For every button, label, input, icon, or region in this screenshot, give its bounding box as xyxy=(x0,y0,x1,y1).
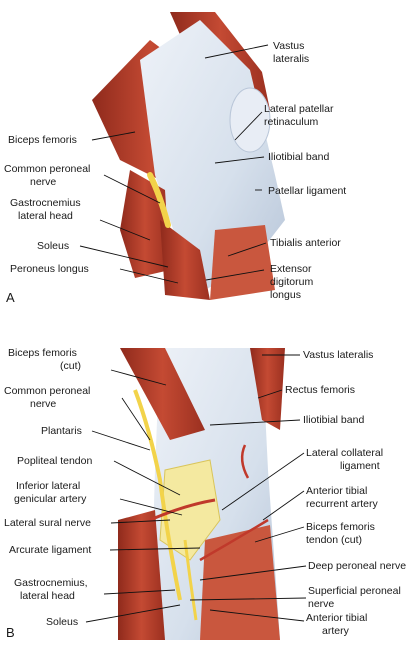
label-anterior-tibial-artery: Anterior tibial artery xyxy=(306,612,370,637)
vastus-lateralis-muscle-b xyxy=(250,348,285,430)
panel-b-leader-lines xyxy=(85,354,307,623)
label-common-peroneal-nerve-b: Common peroneal nerve xyxy=(4,385,93,410)
soleus-peroneus-muscle xyxy=(160,220,210,300)
label-lateral-collateral-ligament: Lateral collateral ligament xyxy=(306,447,386,472)
label-vastus-lateralis-b: Vastus lateralis xyxy=(303,349,373,361)
label-deep-peroneal-nerve: Deep peroneal nerve xyxy=(308,560,406,572)
panel-letter-a: A xyxy=(6,290,15,305)
label-biceps-femoris-cut: Biceps femoris (cut) xyxy=(8,347,81,372)
inferior-lateral-genicular-artery-shape xyxy=(149,498,216,522)
fibular-head-area xyxy=(159,459,221,561)
label-biceps-femoris: Biceps femoris xyxy=(8,134,77,146)
label-tibialis-anterior: Tibialis anterior xyxy=(270,237,341,249)
label-gastrocnemius-lateral-head: Gastrocnemius lateral head xyxy=(10,197,84,222)
label-peroneus-longus: Peroneus longus xyxy=(10,263,89,275)
label-plantaris: Plantaris xyxy=(41,425,82,437)
label-patellar-ligament: Patellar ligament xyxy=(268,185,346,197)
label-soleus-b: Soleus xyxy=(46,616,78,628)
tibialis-anterior-muscle xyxy=(210,225,275,300)
anterior-tibial-artery-shape xyxy=(199,518,269,562)
label-anterior-tibial-recurrent-artery: Anterior tibial recurrent artery xyxy=(306,485,379,510)
common-peroneal-nerve-b xyxy=(133,389,182,601)
label-lateral-sural-nerve: Lateral sural nerve xyxy=(4,517,91,529)
patella-bulge xyxy=(229,87,271,153)
label-common-peroneal-nerve: Common peroneal nerve xyxy=(4,163,93,188)
panel-a-leader-lines xyxy=(79,44,269,284)
gastrocnemius-muscle-b xyxy=(118,510,165,640)
label-rectus-femoris: Rectus femoris xyxy=(285,384,355,396)
panel-letter-b: B xyxy=(6,625,15,640)
label-popliteal-tendon: Popliteal tendon xyxy=(17,455,92,467)
common-peroneal-nerve-shape xyxy=(147,172,171,228)
biceps-femoris-cut-muscle xyxy=(120,348,205,440)
label-vastus-lateralis: Vastus lateralis xyxy=(273,40,309,65)
iliotibial-band-fascia xyxy=(140,20,285,290)
label-superficial-peroneal-nerve: Superficial peroneal nerve xyxy=(308,585,404,610)
panel-b-labels: B Biceps femoris (cut) Vastus lateralis … xyxy=(4,347,406,640)
label-soleus: Soleus xyxy=(37,240,69,252)
deep-peroneal-nerve-b xyxy=(183,539,198,621)
label-gastrocnemius-lateral-head-b: Gastrocnemius, lateral head xyxy=(14,577,90,602)
tibialis-muscle-b xyxy=(200,525,280,640)
anterior-tibial-recurrent-artery-shape xyxy=(240,444,250,479)
label-extensor-digitorum-longus: Extensor digitorum longus xyxy=(270,263,316,301)
label-arcurate-ligament: Arcurate ligament xyxy=(9,544,91,556)
label-iliotibial-band-b: Iliotibial band xyxy=(303,414,364,426)
panel-a-labels: A Vastus lateralis Lateral patellar reti… xyxy=(4,40,346,305)
panel-a-illustration xyxy=(92,12,285,300)
label-lateral-patellar-retinaculum: Lateral patellar retinaculum xyxy=(264,103,336,128)
panel-b-illustration xyxy=(118,348,285,640)
label-inferior-lateral-genicular-artery: Inferior lateral genicular artery xyxy=(14,480,87,505)
label-iliotibial-band: Iliotibial band xyxy=(268,151,329,163)
label-biceps-femoris-tendon-cut: Biceps femoris tendon (cut) xyxy=(306,521,378,546)
